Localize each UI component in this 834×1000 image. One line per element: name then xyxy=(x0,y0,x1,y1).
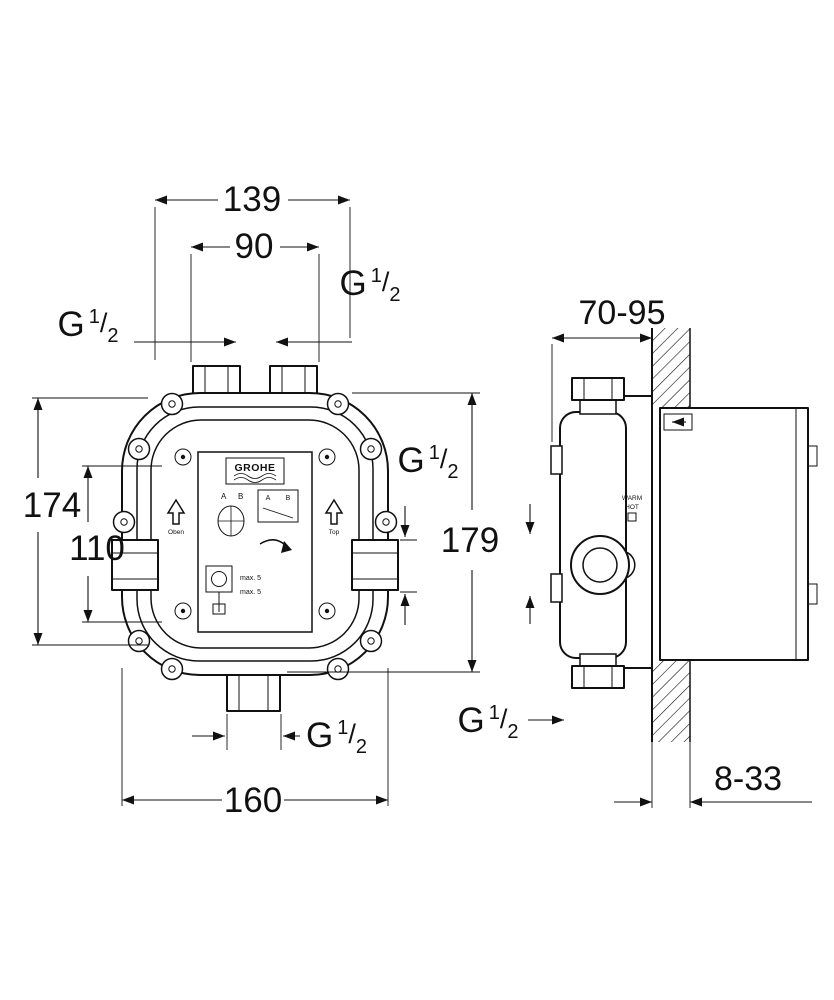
plug-symbol xyxy=(205,565,233,615)
grohe-logo: GROHE xyxy=(225,457,285,485)
dim-70-95-label: 70-95 xyxy=(579,294,666,332)
mounting-screws xyxy=(112,392,398,681)
port-a-label: A xyxy=(221,492,227,501)
top-port-right xyxy=(269,365,318,395)
dim-top-width: 139 xyxy=(154,180,351,360)
side-port-left xyxy=(111,539,159,591)
top-port-left xyxy=(192,365,241,395)
orientation-arrow-left: Oben xyxy=(166,498,186,536)
info-box: A B xyxy=(257,489,299,523)
max-note-2: max. 5 xyxy=(240,589,261,596)
dim-139-label: 139 xyxy=(223,180,281,219)
flush-arrow-symbol xyxy=(259,539,292,553)
brand-text: GROHE xyxy=(234,462,275,474)
dim-8-33-label: 8-33 xyxy=(714,760,782,798)
wall-hatch-top xyxy=(652,328,690,408)
bottom-port xyxy=(226,674,281,712)
dim-left-inner-height: 110 xyxy=(69,465,162,623)
orient-left-label: Oben xyxy=(168,529,184,536)
side-port-right xyxy=(351,539,399,591)
dim-install-depth: 70-95 xyxy=(551,294,666,442)
warm-label: WARM xyxy=(622,495,642,502)
label-panel: GROHE A B A B xyxy=(197,451,313,633)
dim-160-label: 160 xyxy=(224,781,282,820)
bottom-port-side xyxy=(571,653,625,689)
port-b-label: B xyxy=(238,492,243,501)
shutoff-knob xyxy=(570,535,636,595)
dim-174-label: 174 xyxy=(23,486,81,525)
body-rim xyxy=(136,406,374,662)
flow-direction-arrow xyxy=(663,413,693,431)
dim-90-label: 90 xyxy=(235,227,274,266)
front-view: GROHE A B A B xyxy=(111,365,399,712)
top-port-side xyxy=(571,377,625,415)
hot-label: HOT xyxy=(625,504,639,511)
dim-right-height: 179 xyxy=(287,392,499,673)
wall-hatch-bottom xyxy=(652,660,690,742)
dim-finish-depth: 8-33 xyxy=(614,742,812,808)
corner-bosses xyxy=(174,448,336,620)
dim-left-height: 174 xyxy=(23,397,148,646)
concealed-box xyxy=(659,407,818,661)
dim-179-label: 179 xyxy=(441,521,499,560)
body-inner-rim xyxy=(150,419,360,649)
hot-marker-square xyxy=(627,512,637,522)
cartridge-symbol xyxy=(217,505,245,537)
orient-right-label: Top xyxy=(329,529,340,536)
orientation-arrow-right: Top xyxy=(324,498,344,536)
dim-110-label: 110 xyxy=(69,529,125,568)
info-b-label: B xyxy=(286,495,291,502)
side-view: WARM HOT xyxy=(550,328,818,742)
info-a-label: A xyxy=(266,495,271,502)
wall-section xyxy=(651,328,691,742)
valve-body-side: WARM HOT xyxy=(550,377,653,689)
dim-port-span: 90 xyxy=(190,227,320,362)
dim-bottom-width: 160 xyxy=(121,668,389,820)
max-note-1: max. 5 xyxy=(240,575,261,582)
